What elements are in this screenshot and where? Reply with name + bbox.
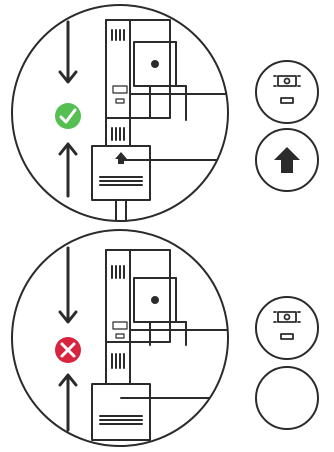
arrow-up-icon: [58, 373, 78, 432]
zoom-circle: [11, 229, 229, 447]
zoom-circle: [11, 4, 229, 222]
callout-button-led: [255, 296, 319, 360]
button-led-small: [112, 321, 128, 339]
arrow-down-icon: [58, 246, 78, 324]
callout-empty: [255, 366, 319, 430]
button-led-small: [112, 85, 128, 104]
indicator-dot: [151, 60, 159, 68]
callout-button-led: [255, 60, 319, 124]
indicator-dot: [151, 296, 159, 304]
up-arrow-icon: [274, 147, 300, 173]
device-lower: [91, 145, 228, 221]
arrow-down-icon: [58, 20, 78, 84]
callout-up-arrow: [255, 128, 319, 192]
connector-ridges-middle: [111, 127, 125, 141]
button-led-icon: [273, 311, 301, 340]
panel-incorrect: [11, 229, 319, 447]
connector-ridges-middle: [111, 353, 125, 369]
button-led-icon: [273, 75, 301, 104]
cross-icon: [55, 337, 81, 363]
connector-ridges-top: [111, 29, 125, 41]
device-lower: [91, 383, 228, 441]
arrow-up-icon: [58, 142, 78, 198]
panel-correct: [11, 4, 319, 222]
check-icon: [55, 103, 81, 129]
device-upper: [105, 19, 228, 201]
connector-ridges-top: [111, 265, 125, 279]
